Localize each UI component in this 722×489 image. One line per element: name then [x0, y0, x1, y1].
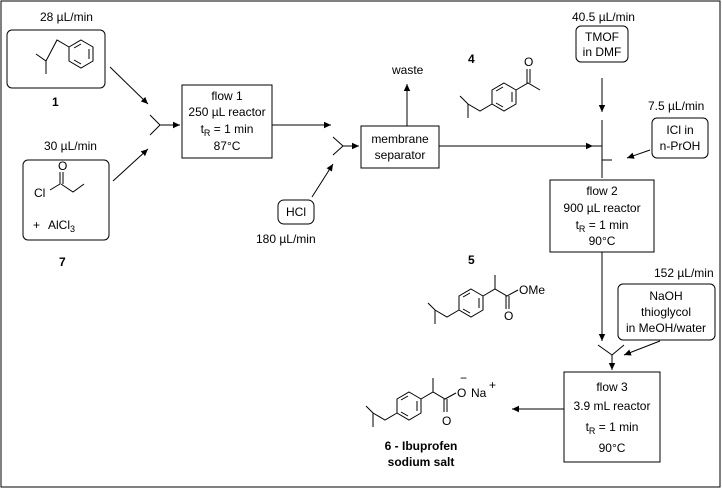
- tmof-line1: TMOF: [585, 30, 619, 44]
- alcl3-label: AlCl3: [48, 218, 75, 234]
- flow-3-reactor-box: [563, 371, 661, 463]
- arrow-hcl-to-mixer2: [311, 163, 334, 198]
- compound-6-plus: +: [489, 378, 496, 392]
- flow-2-residence-time: tR = 1 min: [576, 218, 629, 234]
- waste-label: waste: [391, 63, 424, 77]
- hcl-rate: 180 µL/min: [256, 232, 316, 246]
- junction-2: [592, 120, 612, 178]
- naoh-line3: in MeOH/water: [626, 321, 706, 335]
- flow-3-temperature: 90°C: [599, 441, 626, 455]
- isobutylbenzene-rate: 28 µL/min: [40, 10, 93, 24]
- compound-6-structure: [365, 378, 457, 427]
- flow-3-residence-time: tR = 1 min: [586, 420, 639, 436]
- compound-5-ome: OMe: [519, 283, 545, 297]
- mixer-1: [149, 114, 161, 136]
- mixer-3: [597, 344, 625, 356]
- arrow-icl-to-junction: [626, 149, 651, 159]
- compound-1-box: [6, 29, 106, 89]
- tmof-reagent-box: [575, 25, 629, 63]
- flow-1-residence-time: tR = 1 min: [201, 122, 254, 138]
- plus-sign: +: [33, 218, 40, 232]
- icl-line1: ICl in: [666, 123, 693, 137]
- compound-7-label: 7: [59, 255, 66, 269]
- hcl-label: HCl: [286, 205, 306, 219]
- flow-1-volume: 250 µL reactor: [188, 105, 265, 119]
- arrow-naoh-to-mixer3: [623, 340, 661, 356]
- naoh-line2: thioglycol: [641, 305, 691, 319]
- acyl-chloride-rate: 30 µL/min: [44, 139, 97, 153]
- flow-2-reactor-box: [549, 179, 655, 253]
- flow-1-title: flow 1: [211, 89, 243, 103]
- flow-3-volume: 3.9 mL reactor: [574, 399, 651, 413]
- compound-7-oxygen: O: [58, 159, 67, 173]
- icl-rate: 7.5 µL/min: [648, 99, 704, 113]
- compound-6-oxygen: O: [442, 414, 451, 428]
- compound-5-label: 5: [468, 253, 475, 267]
- separator-line1: membrane: [371, 132, 429, 146]
- compound-1-structure: [35, 39, 94, 74]
- arrow-7-to-mixer: [112, 148, 149, 182]
- naoh-rate: 152 µL/min: [654, 266, 714, 280]
- flow-3-title: flow 3: [596, 380, 628, 394]
- compound-5-oxygen: O: [504, 309, 513, 323]
- flow-1-reactor-box: [181, 84, 273, 159]
- compound-5-structure: [427, 275, 519, 324]
- flow-2-temperature: 90°C: [589, 234, 616, 248]
- icl-reagent-box: [651, 117, 709, 159]
- compound-6-sodium: Na: [471, 386, 487, 400]
- icl-line2: n-PrOH: [660, 139, 701, 153]
- compound-6-label-line1: 6 - Ibuprofen: [385, 439, 458, 453]
- compound-6-minus: −: [460, 371, 467, 385]
- compound-1-label: 1: [52, 95, 59, 109]
- membrane-separator-box: [360, 125, 440, 169]
- flow-2-title: flow 2: [586, 184, 618, 198]
- compound-7-box: [22, 159, 110, 241]
- compound-4-oxygen: O: [524, 55, 533, 69]
- flow-2-volume: 900 µL reactor: [563, 201, 640, 215]
- hcl-reagent-box: [277, 199, 315, 225]
- mixer-2: [332, 136, 344, 156]
- separator-line2: separator: [375, 148, 426, 162]
- compound-4-label: 4: [468, 52, 475, 66]
- compound-4-structure: [459, 69, 541, 118]
- flow-1-temperature: 87°C: [214, 139, 241, 153]
- tmof-rate: 40.5 µL/min: [572, 10, 635, 24]
- arrow-1-to-mixer: [109, 66, 149, 105]
- compound-7-structure: [49, 172, 85, 193]
- naoh-reagent-box: [617, 283, 716, 341]
- tmof-line2: in DMF: [583, 45, 622, 59]
- compound-7-chlorine: Cl: [34, 186, 45, 200]
- naoh-line1: NaOH: [649, 289, 682, 303]
- compound-6-label-line2: sodium salt: [388, 455, 455, 469]
- compound-6-o-minus: O: [457, 386, 466, 400]
